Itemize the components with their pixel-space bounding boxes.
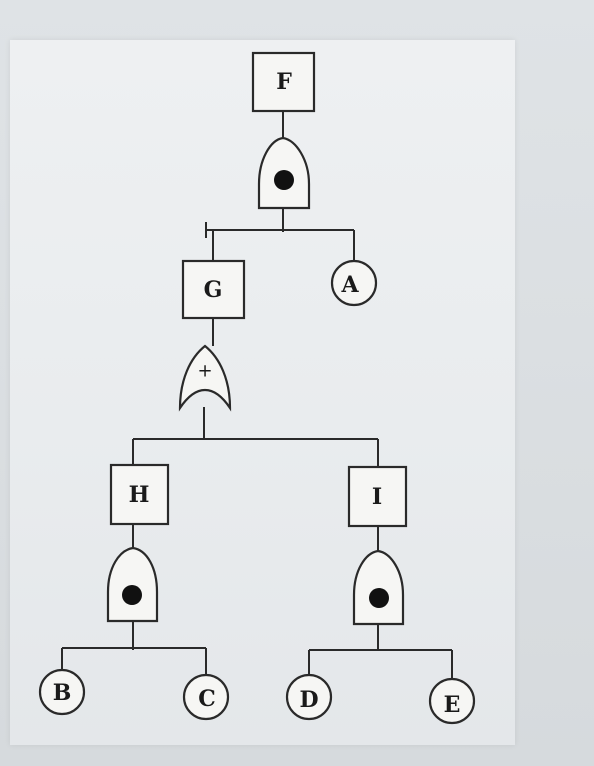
or-gate-g-plus-icon: + <box>197 361 212 382</box>
basic-event-a-label: A <box>340 272 359 298</box>
event-box-h-label: H <box>129 482 150 508</box>
basic-event-c: C <box>182 673 230 721</box>
basic-event-c-label: C <box>198 686 216 712</box>
basic-event-d-label: D <box>299 687 318 713</box>
basic-event-d: D <box>285 673 333 721</box>
event-box-g: G <box>181 259 246 320</box>
event-box-f-label: F <box>276 69 292 95</box>
and-gate-i-dot-icon <box>369 588 389 608</box>
basic-event-b-label: B <box>53 680 72 706</box>
and-gate-i <box>352 549 405 626</box>
event-box-g-label: G <box>204 277 223 303</box>
event-box-f: F <box>251 51 316 113</box>
event-box-h: H <box>109 463 170 526</box>
event-box-i: I <box>347 465 408 528</box>
basic-event-e: E <box>428 677 476 725</box>
basic-event-a: A <box>330 259 378 307</box>
basic-event-e-label: E <box>444 692 461 718</box>
event-box-i-label: I <box>372 484 382 510</box>
and-gate-f <box>257 136 311 210</box>
and-gate-h-dot-icon <box>122 585 142 605</box>
paper-sheet <box>10 40 515 745</box>
and-gate-h <box>106 546 159 623</box>
basic-event-b: B <box>38 668 86 716</box>
connectors <box>61 111 453 679</box>
or-gate-g: + <box>178 344 232 412</box>
and-gate-f-dot-icon <box>274 170 294 190</box>
